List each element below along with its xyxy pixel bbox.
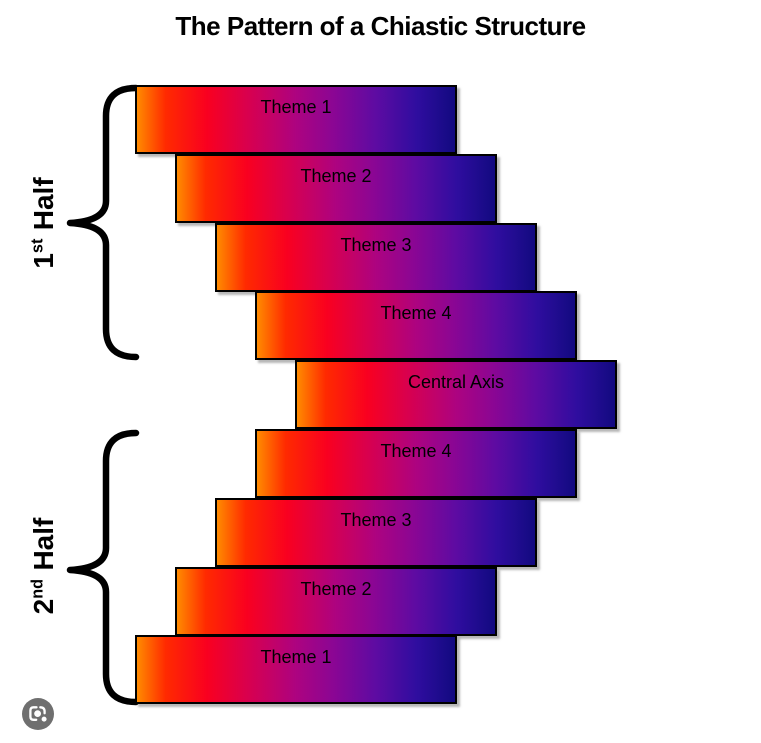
bar-label: Theme 1 bbox=[260, 97, 332, 117]
second-half-brace-icon bbox=[66, 429, 140, 706]
bar-label: Theme 4 bbox=[380, 441, 452, 461]
second-half-label: 2nd Half bbox=[24, 481, 64, 651]
theme-bar-1-first-half: Theme 1 bbox=[135, 85, 457, 154]
bar-label: Theme 1 bbox=[260, 647, 332, 667]
first-half-label: 1st Half bbox=[24, 138, 64, 308]
bar-label: Theme 3 bbox=[340, 235, 412, 255]
theme-bar-4-first-half: Theme 4 bbox=[255, 291, 577, 360]
half-word: Half bbox=[28, 177, 59, 231]
central-axis-bar: Central Axis bbox=[295, 360, 617, 429]
google-lens-icon bbox=[22, 698, 54, 730]
half-number: 1 bbox=[28, 253, 59, 269]
first-half-brace-icon bbox=[66, 84, 140, 361]
theme-bar-1-second-half: Theme 1 bbox=[135, 635, 457, 704]
theme-bar-2-second-half: Theme 2 bbox=[175, 567, 497, 636]
theme-bar-4-second-half: Theme 4 bbox=[255, 429, 577, 498]
theme-bar-3-first-half: Theme 3 bbox=[215, 223, 537, 292]
ordinal-suffix: st bbox=[28, 238, 47, 254]
bar-label: Theme 2 bbox=[300, 166, 372, 186]
google-lens-button[interactable] bbox=[19, 696, 57, 734]
ordinal-suffix: nd bbox=[28, 578, 47, 599]
bar-label: Theme 4 bbox=[380, 303, 452, 323]
bar-label: Theme 3 bbox=[340, 510, 412, 530]
half-number: 2 bbox=[28, 598, 59, 615]
theme-bar-3-second-half: Theme 3 bbox=[215, 498, 537, 567]
page-title: The Pattern of a Chiastic Structure bbox=[175, 11, 586, 41]
bar-label: Theme 2 bbox=[300, 579, 372, 599]
half-word: Half bbox=[28, 517, 59, 571]
theme-bar-2-first-half: Theme 2 bbox=[175, 154, 497, 223]
bar-label: Central Axis bbox=[407, 372, 505, 392]
